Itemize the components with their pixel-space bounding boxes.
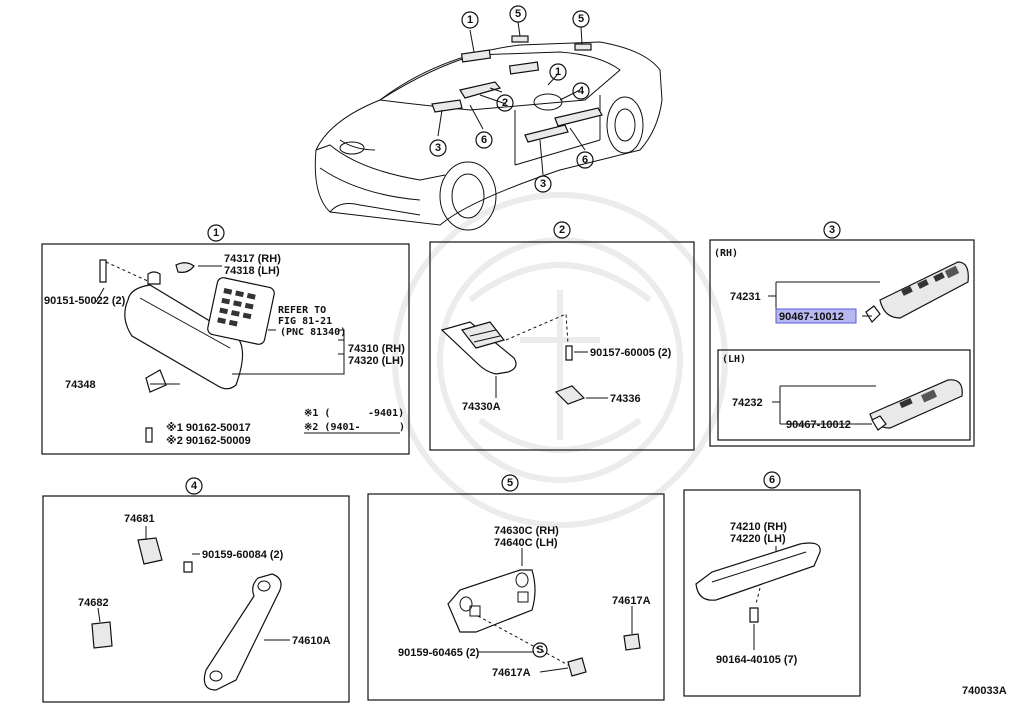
panel-2-visor-holder: 2 90157-60005 (2) 74330A 74336 [429, 221, 695, 451]
panel-5-dome-lamp: 5 74630C (RH) 74640C (LH) S 90159-60465 … [367, 474, 665, 701]
armrest-screw [749, 607, 759, 623]
clip-74617A-lower [567, 657, 587, 677]
holder-screw [565, 345, 573, 361]
callout-6-rear: 6 [582, 154, 588, 166]
visor-clip [145, 369, 167, 393]
panel-1-frame [41, 243, 410, 455]
panel-6-armrest: 6 74210 (RH) 74220 (LH) 90164-40105 (7) [683, 471, 861, 697]
panel-5-frame [367, 493, 665, 701]
assist-grip-74610A [203, 573, 282, 691]
s-mark: S [536, 644, 543, 656]
label-74330A: 74330A [462, 401, 501, 413]
callout-1-top: 1 [467, 14, 473, 26]
callout-2-side: 2 [502, 97, 508, 109]
car-overview [314, 21, 663, 231]
label-90159-60465: 90159-60465 (2) [398, 647, 480, 659]
label-refer-to: REFER TO [278, 305, 326, 316]
highlight-90467-10012 [775, 308, 857, 324]
label-74348: 74348 [65, 379, 96, 391]
label-74220: 74220 (LH) [730, 533, 786, 545]
panel-1-sun-visor: 1 74317 (RH) 74318 (LH) 90151-50022 (2) … [41, 224, 410, 455]
callout-5-top-b: 5 [578, 13, 584, 25]
label-90164-40105: 90164-40105 (7) [716, 654, 798, 666]
panel-3-number: 3 [829, 224, 835, 236]
label-74610A: 74610A [292, 635, 331, 647]
label-fig-81-21: FIG 81-21 [278, 316, 332, 327]
label-74681: 74681 [124, 513, 155, 525]
holder-clip [554, 385, 586, 405]
callout-3-rear: 3 [540, 178, 546, 190]
label-note-1-range: -9401) [368, 408, 404, 419]
label-74310: 74310 (RH) [348, 343, 405, 355]
label-note-2: ※2 (9401- [304, 422, 361, 433]
label-90162-50009: ※2 90162-50009 [166, 435, 251, 447]
mirror-screw [145, 427, 153, 443]
label-74210: 74210 (RH) [730, 521, 787, 533]
diagram-code: 740033A [962, 685, 1007, 697]
panel-3-window-switch: 3 (RH) 74231 90467-10012 (LH) 74232 9046… [709, 221, 975, 447]
panel-4-assist-grip: 4 74681 90159-60084 (2) 74682 74610A [42, 477, 350, 703]
panel-4-number: 4 [191, 480, 198, 492]
label-74318: 74318 (LH) [224, 265, 280, 277]
rh-switch-panel [879, 261, 969, 319]
grip-screw [183, 561, 193, 573]
label-74231: 74231 [730, 291, 761, 303]
label-rh: (RH) [714, 248, 738, 259]
callout-4-side: 4 [578, 85, 585, 97]
panel-3-frame [709, 239, 975, 447]
label-74617A-upper: 74617A [612, 595, 651, 607]
label-74336: 74336 [610, 393, 641, 405]
label-90467-10012-rh[interactable]: 90467-10012 [779, 311, 844, 323]
callout-1-side: 1 [555, 66, 561, 78]
visor-holder [147, 271, 161, 285]
armrest-74210 [695, 542, 821, 601]
callout-3-front: 3 [435, 142, 441, 154]
label-note-1: ※1 ( [304, 408, 330, 419]
callout-6-front: 6 [481, 134, 487, 146]
mirror-cover [175, 262, 195, 273]
panel-2-number: 2 [559, 224, 565, 236]
grip-cover-74682 [91, 621, 113, 649]
label-90162-50017: ※1 90162-50017 [166, 422, 251, 434]
label-74320: 74320 (LH) [348, 355, 404, 367]
car-callouts: 1 5 5 1 4 2 6 3 6 3 [429, 5, 594, 193]
rh-switch-clip [865, 305, 881, 323]
holder-plate [460, 321, 506, 349]
sun-visor [124, 284, 244, 390]
lh-switch-clip [871, 415, 887, 431]
panel-6-number: 6 [769, 474, 775, 486]
label-74630C: 74630C (RH) [494, 525, 559, 537]
label-74682: 74682 [78, 597, 109, 609]
panel-5-number: 5 [507, 477, 513, 489]
label-90157-60005: 90157-60005 (2) [590, 347, 672, 359]
label-74317: 74317 (RH) [224, 253, 281, 265]
panel-2-frame [429, 241, 695, 451]
panel-1-number: 1 [213, 227, 219, 239]
callout-5-top-a: 5 [515, 8, 521, 20]
label-90151-50022: 90151-50022 (2) [44, 295, 126, 307]
panel-4-frame [42, 495, 350, 703]
label-74617A-lower: 74617A [492, 667, 531, 679]
label-74232: 74232 [732, 397, 763, 409]
label-lh: (LH) [722, 354, 746, 365]
label-pnc-81340: (PNC 81340) [280, 327, 346, 338]
label-90159-60084: 90159-60084 (2) [202, 549, 284, 561]
visor-screw [99, 259, 107, 283]
panel-6-frame [683, 489, 861, 697]
label-74640C: 74640C (LH) [494, 537, 558, 549]
label-90467-10012-lh: 90467-10012 [786, 419, 851, 431]
clip-74617A-upper [623, 633, 641, 651]
holder-bracket [440, 321, 517, 375]
panel-3-lh-frame [717, 349, 971, 441]
watermark-emblem [392, 192, 728, 528]
label-note-2-range: ) [399, 422, 405, 433]
grip-cover-74681 [137, 537, 163, 565]
vanity-mirror [207, 277, 275, 345]
